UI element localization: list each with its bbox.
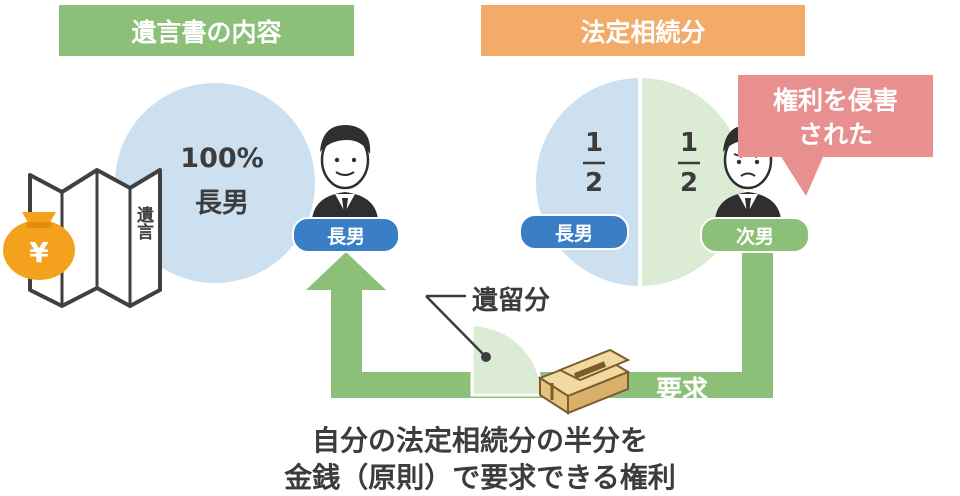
money-bag-icon	[3, 212, 75, 280]
left-fraction-numerator: 1	[584, 128, 604, 158]
eldest-son-label: 長男	[292, 217, 400, 253]
second-son-label: 次男	[700, 217, 810, 253]
caption-line1: 自分の法定相続分の半分を	[311, 424, 648, 457]
left-half-label: 長男	[519, 214, 629, 250]
heir-text: 長男	[195, 188, 249, 219]
right-fraction-numerator: 1	[679, 128, 699, 158]
yen-symbol: ¥	[29, 236, 49, 269]
caption-line2: 金銭（原則）で要求できる権利	[284, 461, 676, 494]
right-fraction-denominator: 2	[679, 168, 699, 198]
callout-line2: された	[797, 120, 873, 149]
left-fraction-denominator: 2	[584, 168, 604, 198]
callout-tail	[780, 155, 824, 196]
claim-arrow	[306, 240, 773, 398]
rights-infringed-callout	[738, 75, 933, 157]
request-label: 要求	[656, 376, 709, 406]
will-share-circle	[115, 83, 315, 283]
reserved-portion-label: 遺留分	[472, 286, 551, 316]
will-contents-title: 遺言書の内容	[59, 5, 354, 56]
will-document-label: 遺言	[133, 206, 153, 240]
callout-line1: 権利を侵害	[772, 86, 898, 115]
percent-text: 100%	[180, 143, 264, 174]
legal-share-title: 法定相続分	[481, 5, 805, 56]
man-icon	[312, 124, 378, 220]
banknote-bundle-icon	[537, 348, 631, 415]
